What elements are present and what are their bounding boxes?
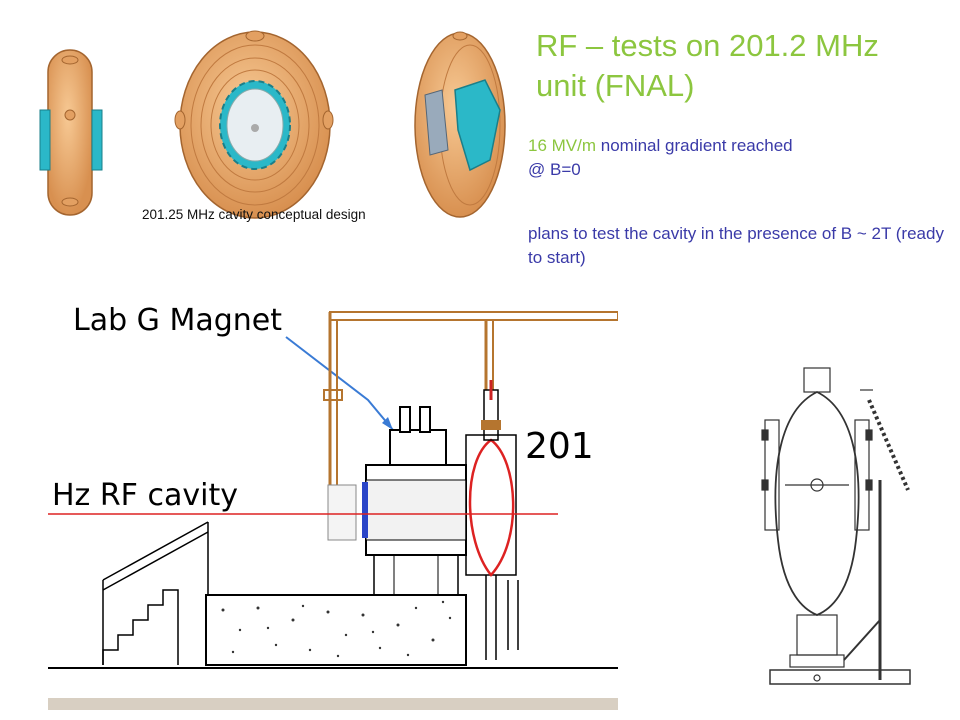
cavity-front-view (174, 30, 334, 219)
cavity-caption: 201.25 MHz cavity conceptual design (142, 207, 366, 222)
gradient-rest: nominal gradient reached (596, 136, 793, 155)
concrete-base (205, 594, 467, 666)
gradient-condition: @ B=0 (528, 160, 581, 179)
cavity-oblique-view (414, 31, 506, 218)
slide-title: RF – tests on 201.2 MHz unit (FNAL) (536, 28, 879, 103)
staircase (102, 521, 209, 665)
cavity-side-view-left (39, 49, 103, 216)
gradient-text: 16 MV/m nominal gradient reached @ B=0 (528, 134, 948, 182)
magnet-leader-arrow (285, 336, 394, 431)
lab-g-magnet-drawing: Lab G Magnet 201 Hz RF cavity (48, 303, 618, 710)
side-label: 201 (525, 426, 594, 467)
cavity-label: Hz RF cavity (52, 478, 238, 513)
plans-text: plans to test the cavity in the presence… (528, 224, 944, 267)
cavity-assembly-drawing (761, 367, 911, 685)
gradient-value: 16 MV/m (528, 136, 597, 155)
cavity-renders (39, 30, 506, 219)
magnet-label: Lab G Magnet (73, 303, 282, 338)
